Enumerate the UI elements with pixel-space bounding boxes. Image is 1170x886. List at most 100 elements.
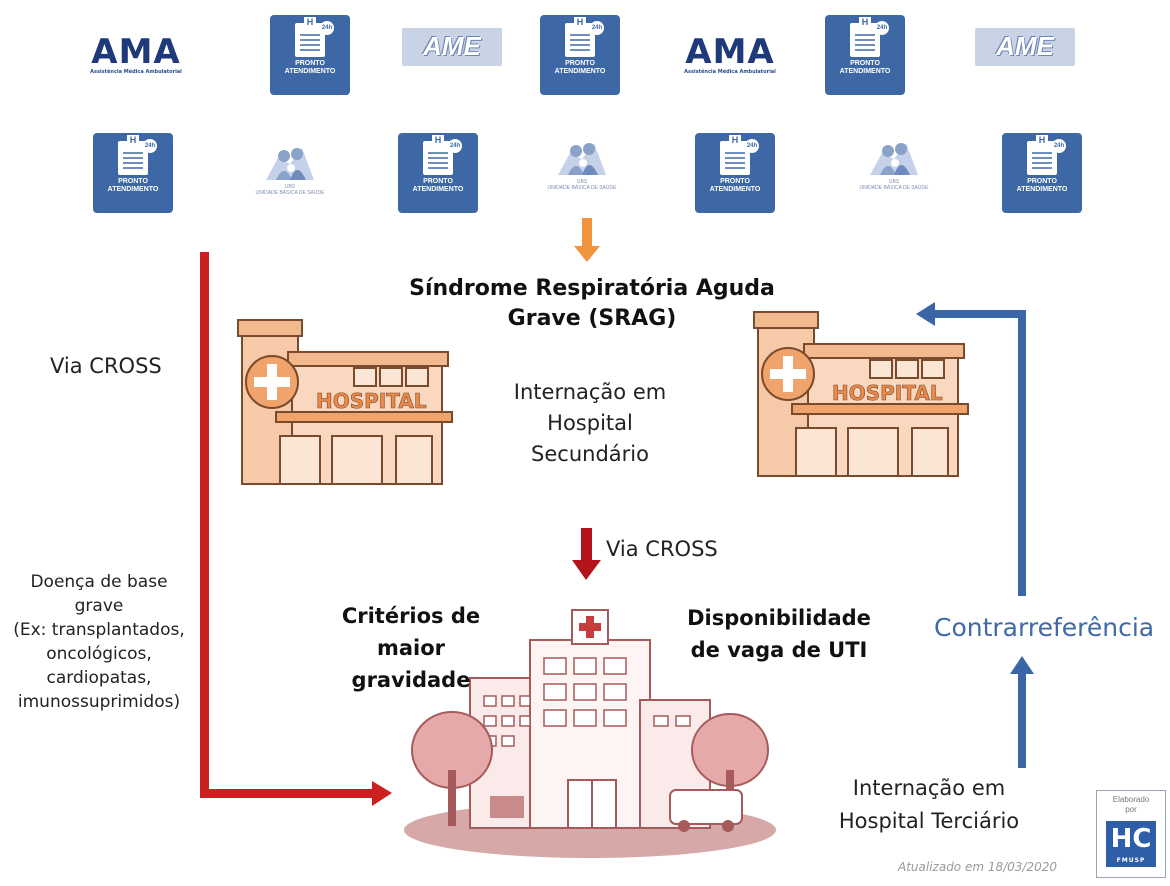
pronto-atendimento-logo: H 24h PRONTO ATENDIMENTO [398,133,478,213]
orange-arrow [574,218,600,262]
secondary-line3: Secundário [531,442,649,466]
24h-badge: 24h [320,21,334,35]
hospital-building-icon: H [850,17,880,57]
pronto-atendimento-logo: H 24h PRONTO ATENDIMENTO [93,133,173,213]
doenca-label: Doença de base grave (Ex: transplantados… [2,570,196,714]
via-cross-center: Via CROSS [606,537,718,561]
disponibilidade-label: Disponibilidade de vaga de UTI [680,602,878,666]
h-letter: H [729,135,741,145]
terciario-line2: Hospital Terciário [838,809,1020,833]
secondary-line1: Internação em [513,380,667,404]
pa-line1: PRONTO [850,60,880,67]
updated-date: Atualizado em 18/03/2020 [898,860,1058,874]
ama-logo-text: AMA [685,32,775,72]
hospital-building-icon: H [565,17,595,57]
pa-line2: ATENDIMENTO [554,68,606,75]
hospital-sign-right: HOSPITAL [832,381,943,405]
pronto-atendimento-logo: H 24h PRONTO ATENDIMENTO [270,15,350,95]
pa-line1: PRONTO [565,60,595,67]
ame-logo-text: AME [996,31,1054,61]
h-letter: H [1036,135,1048,145]
srag-title-line2: Grave (SRAG) [507,306,677,331]
hospital-sign-left: HOSPITAL [316,389,427,413]
ubs-line1: UBS [888,179,900,185]
ame-logo-text: AME [423,31,481,61]
family-icon [264,140,316,184]
secondary-line2: Hospital [547,411,633,435]
h-letter: H [304,17,316,27]
pa-line1: PRONTO [295,60,325,67]
pa-line2: ATENDIMENTO [107,186,159,193]
24h-badge: 24h [745,139,759,153]
hc-badge: Elaborado por HC FMUSP [1096,790,1166,878]
doenca-line2: grave [74,596,124,616]
ubs-line2: UNIDADE BÁSICA DE SAÚDE [255,190,325,196]
srag-title-line1: Síndrome Respiratória Aguda [409,276,775,301]
red-center-arrow [572,528,601,580]
doenca-line4: oncológicos, [46,644,152,664]
pa-line1: PRONTO [1027,178,1057,185]
ama-logo: AMA Assistência Médica Ambulatorial [88,35,184,75]
secondary-hospital-label: Internação em Hospital Secundário [470,377,710,470]
24h-badge: 24h [590,21,604,35]
ame-logo: AME [975,28,1075,66]
ubs-logo: UBS UNIDADE BÁSICA DE SAÚDE [852,135,936,191]
pa-line2: ATENDIMENTO [839,68,891,75]
doenca-line6: imunossuprimidos) [17,692,181,712]
ubs-line2: UNIDADE BÁSICA DE SAÚDE [859,185,929,191]
terciario-label: Internação em Hospital Terciário [818,772,1040,838]
criterios-line1: Critérios de [341,604,481,628]
24h-badge: 24h [448,139,462,153]
h-letter: H [432,135,444,145]
pa-line2: ATENDIMENTO [284,68,336,75]
24h-badge: 24h [1052,139,1066,153]
red-left-arrow [200,252,392,806]
ama-logo-subtitle: Assistência Médica Ambulatorial [90,69,182,75]
criterios-line2: maior gravidade [351,636,471,692]
elaborado-line2: por [1125,805,1137,814]
ubs-line1: UBS [576,179,588,185]
24h-badge: 24h [143,139,157,153]
hc-logo-sub: FMUSP [1116,857,1146,864]
hospital-building-icon: H [720,135,750,175]
hospital-secondary-illustration-right: HOSPITAL [753,311,969,477]
ubs-logo: UBS UNIDADE BÁSICA DE SAÚDE [540,135,624,191]
pa-line2: ATENDIMENTO [709,186,761,193]
pa-line1: PRONTO [423,178,453,185]
contrarreferencia-label: Contrarreferência [934,613,1155,642]
ubs-logo: UBS UNIDADE BÁSICA DE SAÚDE [248,140,332,196]
pa-line1: PRONTO [118,178,148,185]
disponibilidade-line1: Disponibilidade [687,606,871,630]
hc-logo: HC FMUSP [1106,821,1156,867]
hc-logo-text: HC [1110,824,1152,854]
h-letter: H [574,17,586,27]
h-letter: H [859,17,871,27]
blue-up-arrow [1010,656,1034,768]
hospital-secondary-illustration: HOSPITAL [237,319,453,485]
srag-title: Síndrome Respiratória Aguda Grave (SRAG) [392,274,792,334]
ama-logo-subtitle: Assistência Médica Ambulatorial [684,69,776,75]
via-cross-left: Via CROSS [50,354,162,378]
pa-line2: ATENDIMENTO [1016,186,1068,193]
ubs-line1: UBS [284,184,296,190]
h-letter: H [127,135,139,145]
ama-logo: AMA Assistência Médica Ambulatorial [682,35,778,75]
ame-logo: AME [402,28,502,66]
doenca-line3: (Ex: transplantados, [13,620,185,640]
ubs-line2: UNIDADE BÁSICA DE SAÚDE [547,185,617,191]
doenca-line1: Doença de base [30,572,168,592]
family-icon [868,135,920,179]
pa-line1: PRONTO [720,178,750,185]
elaborado-line1: Elaborado [1112,795,1150,804]
pronto-atendimento-logo: H 24h PRONTO ATENDIMENTO [540,15,620,95]
hospital-tertiary-illustration [404,609,776,858]
pa-line2: ATENDIMENTO [412,186,464,193]
terciario-line1: Internação em [852,776,1006,800]
pronto-atendimento-logo: H 24h PRONTO ATENDIMENTO [1002,133,1082,213]
criterios-label: Critérios de maior gravidade [318,600,504,696]
family-icon [556,135,608,179]
24h-badge: 24h [875,21,889,35]
disponibilidade-line2: de vaga de UTI [690,638,868,662]
pronto-atendimento-logo: H 24h PRONTO ATENDIMENTO [695,133,775,213]
